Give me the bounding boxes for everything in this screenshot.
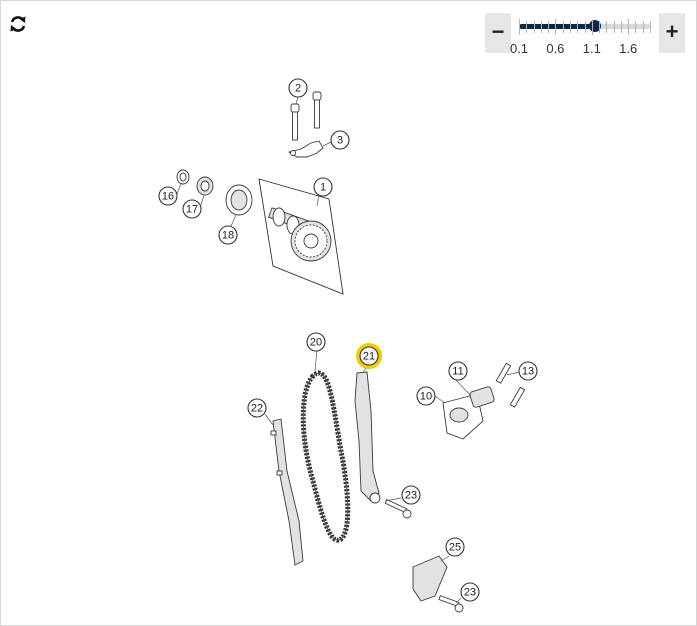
callout-circle: [445, 537, 465, 557]
callout-label: 13: [522, 366, 534, 378]
callout-16[interactable]: 16: [158, 186, 178, 206]
zoom-slider-tick: [613, 21, 615, 33]
callout-circle: [288, 78, 308, 98]
zoom-slider-label: 1.1: [582, 41, 601, 56]
callout-highlight-ring: [356, 343, 382, 369]
tensioner-rail-22: [272, 418, 304, 566]
callout-label: 16: [162, 191, 174, 203]
bolt-23-upper: [384, 498, 412, 519]
zoom-slider-label: 0.1: [509, 41, 529, 56]
callout-circle: [359, 346, 379, 366]
callout-circle: [306, 332, 326, 352]
callout-label: 23: [405, 490, 417, 502]
callout-circle: [518, 361, 538, 381]
zoom-slider-tick: [635, 21, 637, 33]
callout-17[interactable]: 17: [182, 199, 202, 219]
callout-label: 23: [464, 587, 476, 599]
zoom-slider-tick: [555, 19, 557, 35]
callout-label: 21: [363, 351, 375, 363]
zoom-slider-fill: [519, 24, 596, 29]
callout-circle: [182, 199, 202, 219]
callout-label: 25: [449, 542, 461, 554]
zoom-slider-label: 1.6: [619, 41, 638, 56]
chain-guide-25: [412, 555, 448, 602]
callout-1[interactable]: 1: [313, 177, 333, 197]
callout-23[interactable]: 23: [460, 582, 480, 602]
zoom-slider-tick: [540, 21, 542, 33]
callout-circle: [218, 225, 238, 245]
callout-circle: [330, 130, 350, 150]
zoom-slider-tick: [584, 21, 586, 33]
zoom-slider-tick: [548, 21, 550, 33]
zoom-slider-tick: [642, 21, 644, 33]
bolt-13: [509, 386, 526, 408]
callout-label: 10: [420, 391, 432, 403]
callout-label: 22: [251, 403, 263, 415]
callout-circle: [460, 582, 480, 602]
bolt-2-left: [290, 103, 300, 141]
zoom-slider-label: 0.6: [546, 41, 565, 56]
chain-tensioner-10: [442, 386, 495, 440]
callout-circle: [401, 485, 421, 505]
callout-circle: [313, 177, 333, 197]
callout-label: 1: [320, 182, 326, 194]
callout-2[interactable]: 2: [288, 78, 308, 98]
seal-16: [176, 169, 190, 185]
callout-18[interactable]: 18: [218, 225, 238, 245]
zoom-slider-tick: [569, 21, 571, 33]
bearing-17: [196, 176, 214, 196]
callout-label: 2: [295, 83, 301, 95]
callout-circle: [158, 186, 178, 206]
camshaft-1: [268, 207, 332, 262]
zoom-slider-tick: [577, 21, 579, 33]
zoom-slider-tick: [519, 19, 520, 35]
bolt-2-right: [312, 91, 322, 129]
callout-circle: [247, 398, 267, 418]
callout-25[interactable]: 25: [445, 537, 465, 557]
callout-label: 20: [310, 337, 322, 349]
zoom-slider-tick: [591, 19, 593, 35]
callout-label: 3: [337, 135, 343, 147]
refresh-icon: [10, 16, 26, 32]
callout-22[interactable]: 22: [247, 398, 267, 418]
bolt-11: [495, 362, 512, 384]
zoom-slider-tick: [526, 21, 528, 33]
timing-chain-drawing: [270, 362, 526, 613]
camshaft-assembly-drawing: [176, 91, 344, 295]
callout-23[interactable]: 23: [401, 485, 421, 505]
refresh-button[interactable]: [7, 13, 29, 35]
zoom-slider-tick: [650, 21, 651, 33]
callout-20[interactable]: 20: [306, 332, 326, 352]
zoom-slider-tick: [628, 19, 630, 35]
callout-circle: [448, 361, 468, 381]
zoom-slider-tick: [599, 21, 601, 33]
bolt-23-lower: [438, 595, 464, 613]
zoom-slider-tick: [606, 21, 608, 33]
callout-13[interactable]: 13: [518, 361, 538, 381]
zoom-control: − 0.1 0.6 1.1 1.6 +: [485, 13, 689, 56]
zoom-out-button[interactable]: −: [485, 13, 511, 53]
callout-label: 17: [186, 204, 198, 216]
camshaft-frame-1: [258, 178, 344, 295]
zoom-slider-tick: [562, 21, 564, 33]
callout-11[interactable]: 11: [448, 361, 468, 381]
callout-label: 11: [452, 366, 463, 378]
callout-circle: [416, 386, 436, 406]
callout-label: 18: [222, 230, 234, 242]
zoom-slider-tick: [620, 21, 622, 33]
callout-3[interactable]: 3: [330, 130, 350, 150]
zoom-slider-tick: [533, 21, 535, 33]
callout-21[interactable]: 21: [356, 343, 382, 369]
bearing-18: [225, 184, 253, 216]
cam-holder-3: [287, 140, 324, 158]
chain-guide-21: [354, 371, 380, 502]
zoom-in-button[interactable]: +: [659, 13, 685, 53]
callout-10[interactable]: 10: [416, 386, 436, 406]
timing-chain-20: [300, 370, 351, 543]
